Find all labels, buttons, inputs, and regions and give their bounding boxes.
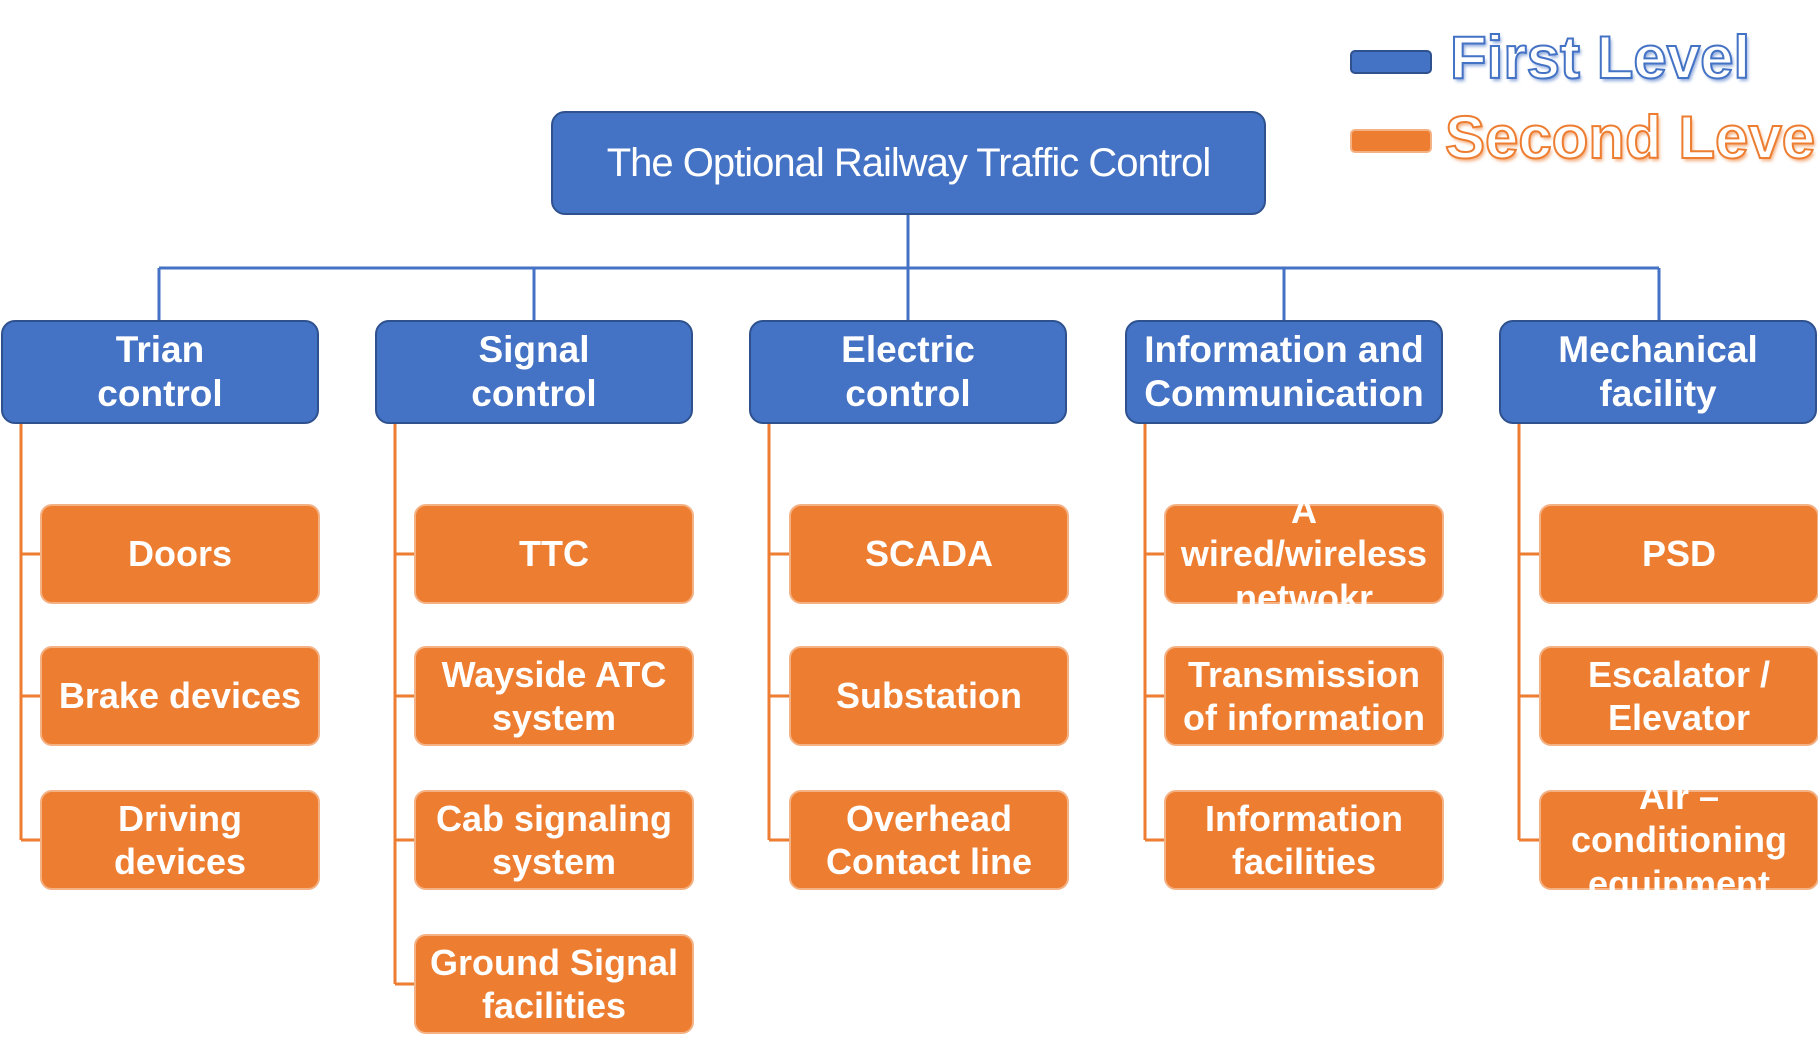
legend-second-level-label: Second Level	[1444, 104, 1818, 171]
item-brake-devices: Brake devices	[40, 646, 320, 746]
legend-second-level-swatch	[1350, 129, 1432, 153]
category-information-and-communication: Information and Communication	[1125, 320, 1443, 424]
category-train-control: Trian control	[1, 320, 319, 424]
item-cab-signaling-system: Cab signaling system	[414, 790, 694, 890]
item-driving-devices: Driving devices	[40, 790, 320, 890]
category-electric-control: Electric control	[749, 320, 1067, 424]
item-wayside-atc-system: Wayside ATC system	[414, 646, 694, 746]
category-signal-control: Signal control	[375, 320, 693, 424]
legend-first-level-label: First Level	[1449, 24, 1751, 91]
item-transmission-of-information: Transmission of information	[1164, 646, 1444, 746]
root-node: The Optional Railway Traffic Control	[551, 111, 1266, 215]
item-information-facilities: Information facilities	[1164, 790, 1444, 890]
category-mechanical-facility: Mechanical facility	[1499, 320, 1817, 424]
item-overhead-contact-line: Overhead Contact line	[789, 790, 1069, 890]
item-doors: Doors	[40, 504, 320, 604]
legend-first-level-swatch	[1350, 50, 1432, 74]
item-ground-signal-facilities: Ground Signal facilities	[414, 934, 694, 1034]
item-ttc: TTC	[414, 504, 694, 604]
item-escalator-elevator: Escalator / Elevator	[1539, 646, 1818, 746]
item-air-conditioning-equipment: Air – conditioning equipment	[1539, 776, 1818, 904]
item-scada: SCADA	[789, 504, 1069, 604]
item-wired-wireless-network: A wired/wireless netwokr	[1164, 490, 1444, 618]
item-psd: PSD	[1539, 504, 1818, 604]
item-substation: Substation	[789, 646, 1069, 746]
